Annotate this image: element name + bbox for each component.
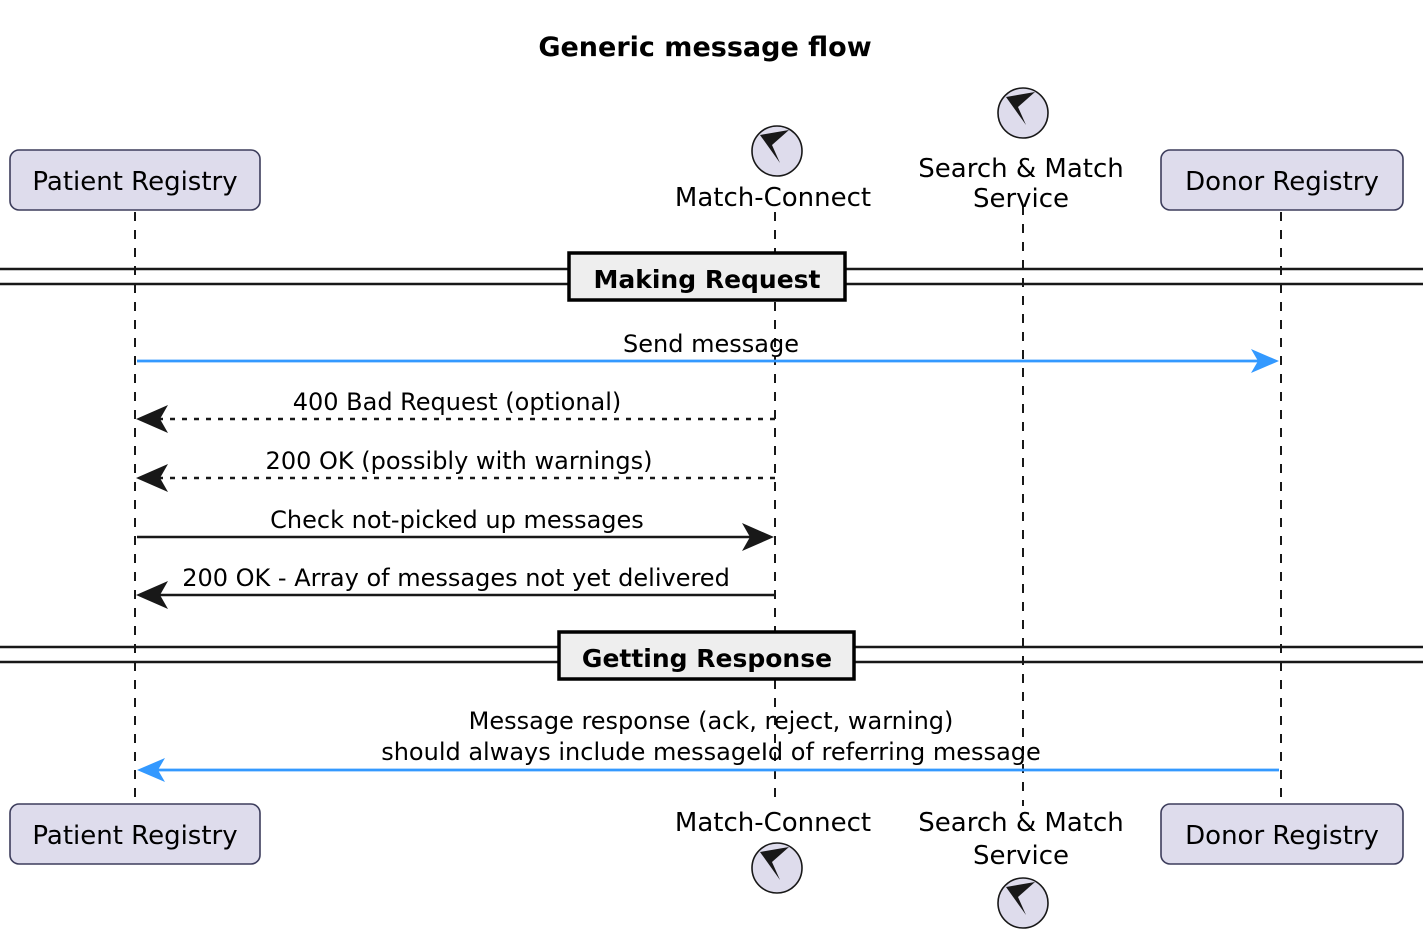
lifelines-group [134,206,1282,806]
message-label-message-response-line1: Message response (ack, reject, warning) [469,707,954,735]
message-arrowhead-200-ok-array [136,581,168,609]
message-label-200-ok-warnings: 200 OK (possibly with warnings) [266,447,653,475]
message-check-not-picked-up: Check not-picked up messages [137,506,774,551]
message-arrowhead-send-message [1251,349,1279,373]
participant-match-connect-top[interactable]: Match-Connect [675,125,871,213]
message-label-check-not-picked-up: Check not-picked up messages [270,506,644,534]
message-arrowhead-message-response [137,758,165,782]
divider-label-getting-response: Getting Response [582,644,832,673]
message-200-ok-warnings: 200 OK (possibly with warnings) [136,447,775,492]
control-arrow-icon-match-connect-top [760,130,789,163]
message-label-200-ok-array: 200 OK - Array of messages not yet deliv… [182,564,730,592]
participant-label-search-and-match-service-bottom-line1: Search & Match [918,808,1123,838]
participant-label-match-connect-bottom: Match-Connect [675,808,871,838]
divider-box-getting-response [557,630,856,681]
message-arrowhead-check-not-picked-up [742,523,774,551]
message-message-response: Message response (ack, reject, warning) … [137,707,1279,782]
divider-label-making-request: Making Request [593,265,820,294]
participant-patient-registry-bottom[interactable]: Patient Registry [9,803,261,865]
message-400-bad-request: 400 Bad Request (optional) [136,388,775,433]
participant-label-search-and-match-service-bottom-line2: Service [973,841,1069,871]
message-arrowhead-400-bad-request [136,405,168,433]
message-200-ok-array: 200 OK - Array of messages not yet deliv… [136,564,775,609]
participant-label-donor-registry-top: Donor Registry [1185,167,1379,197]
participant-box-patient-registry-top[interactable] [9,149,261,211]
participant-label-match-connect-top: Match-Connect [675,183,871,213]
participant-search-and-match-service-bottom[interactable]: Search & Match Service [918,808,1124,929]
participant-label-search-and-match-service-top-line1: Search & Match [918,154,1123,184]
participant-label-patient-registry-top: Patient Registry [32,167,237,197]
control-arrow-icon-match-connect-bottom [760,847,789,880]
participant-match-connect-bottom[interactable]: Match-Connect [675,808,871,894]
participant-label-patient-registry-bottom: Patient Registry [32,821,237,851]
diagram-title: Generic message flow [538,32,871,63]
participant-donor-registry-bottom[interactable]: Donor Registry [1160,803,1404,865]
participant-patient-registry-top[interactable]: Patient Registry [9,149,261,211]
participant-label-donor-registry-bottom: Donor Registry [1185,821,1379,851]
message-send-message: Send message [137,330,1279,373]
divider-making-request: Making Request [0,251,1423,302]
control-arrow-icon-search-and-match-service-top [1006,92,1035,125]
message-arrowhead-200-ok-warnings [136,464,168,492]
message-label-send-message: Send message [623,330,799,358]
message-label-message-response-line2: should always include messageId of refer… [381,738,1041,766]
participant-search-and-match-service-top[interactable]: Search & Match Service [918,87,1124,214]
participant-box-patient-registry-bottom[interactable] [9,803,261,865]
divider-box-making-request [567,251,847,302]
control-arrow-icon-search-and-match-service-bottom [1006,882,1035,915]
message-label-400-bad-request: 400 Bad Request (optional) [293,388,622,416]
divider-getting-response: Getting Response [0,630,1423,681]
participant-box-donor-registry-top[interactable] [1160,149,1404,211]
participant-box-donor-registry-bottom[interactable] [1160,803,1404,865]
participant-label-search-and-match-service-top-line2: Service [973,184,1069,214]
participant-donor-registry-top[interactable]: Donor Registry [1160,149,1404,211]
